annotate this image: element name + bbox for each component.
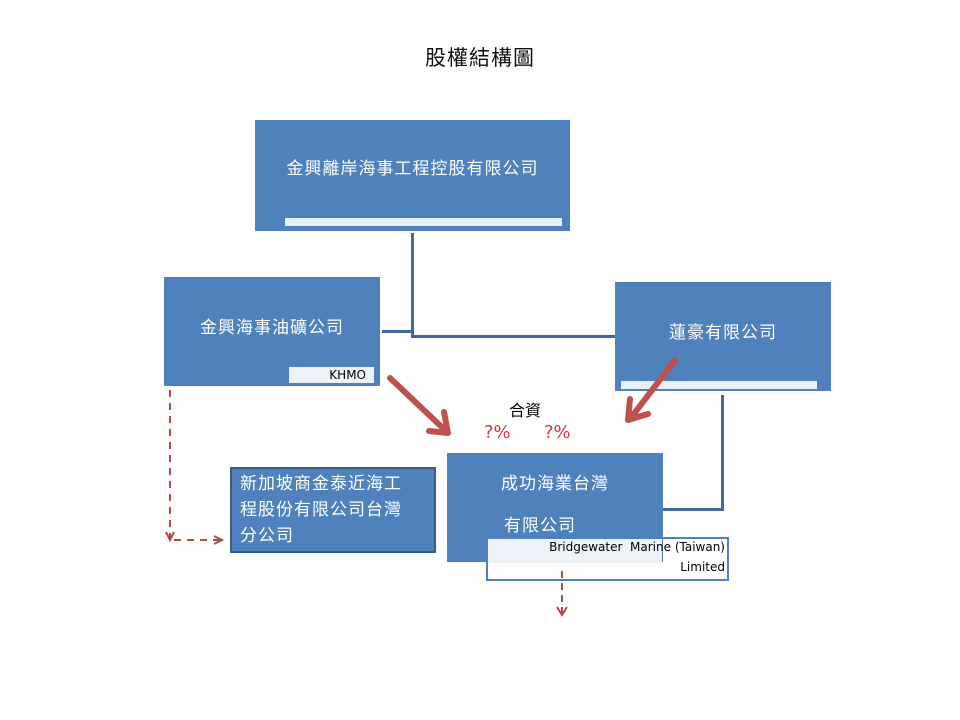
node-bridgewater-name-line1: 成功海業台灣 — [501, 474, 609, 494]
node-bridgewater-name-line2: 有限公司 — [504, 516, 576, 536]
node-khmo-tag: KHMO — [289, 367, 374, 383]
node-singapore-branch[interactable]: 新加坡商金泰近海工 程股份有限公司台灣 分公司 — [230, 467, 436, 553]
node-bridgewater-tag-bg — [488, 539, 662, 563]
joint-venture-label: 合資 — [509, 401, 542, 420]
node-holding-company-strip — [285, 218, 562, 226]
joint-venture-share-right: ?% — [544, 422, 571, 443]
node-bridgewater-tag: Bridgewater Marine (Taiwan) Limited — [486, 537, 729, 581]
node-singapore-branch-line1: 新加坡商金泰近海工 — [240, 474, 402, 494]
connector-holding-vertical — [411, 233, 414, 337]
arrow-lianhao-to-bridgewater — [625, 357, 678, 423]
node-lianhao[interactable]: 蓮豪有限公司 — [615, 282, 831, 391]
dashed-arrow-bridgewater-down — [556, 571, 568, 617]
node-lianhao-strip — [621, 381, 817, 389]
page-title: 股權結構圖 — [425, 46, 535, 70]
node-khmo[interactable]: 金興海事油礦公司 KHMO — [164, 277, 380, 386]
node-bridgewater-tag-line1: Bridgewater Marine (Taiwan) — [549, 540, 725, 554]
connector-bridgewater-horizontal — [663, 508, 724, 511]
node-singapore-branch-line2: 程股份有限公司台灣 — [240, 500, 402, 520]
node-bridgewater-tag-line2: Limited — [680, 560, 725, 574]
node-khmo-name: 金興海事油礦公司 — [200, 318, 344, 338]
connector-lianhao-horizontal — [411, 335, 615, 338]
connector-lianhao-vertical — [721, 395, 724, 510]
node-singapore-branch-line3: 分公司 — [240, 526, 294, 546]
arrow-khmo-to-bridgewater — [387, 375, 451, 436]
node-holding-company-name: 金興離岸海事工程控股有限公司 — [286, 159, 539, 179]
dashed-arrow-khmo-to-branch — [165, 390, 225, 545]
node-lianhao-name: 蓮豪有限公司 — [669, 323, 777, 343]
node-holding-company[interactable]: 金興離岸海事工程控股有限公司 — [255, 120, 570, 231]
joint-venture-share-left: ?% — [484, 422, 511, 443]
connector-khmo-horizontal — [382, 330, 413, 333]
